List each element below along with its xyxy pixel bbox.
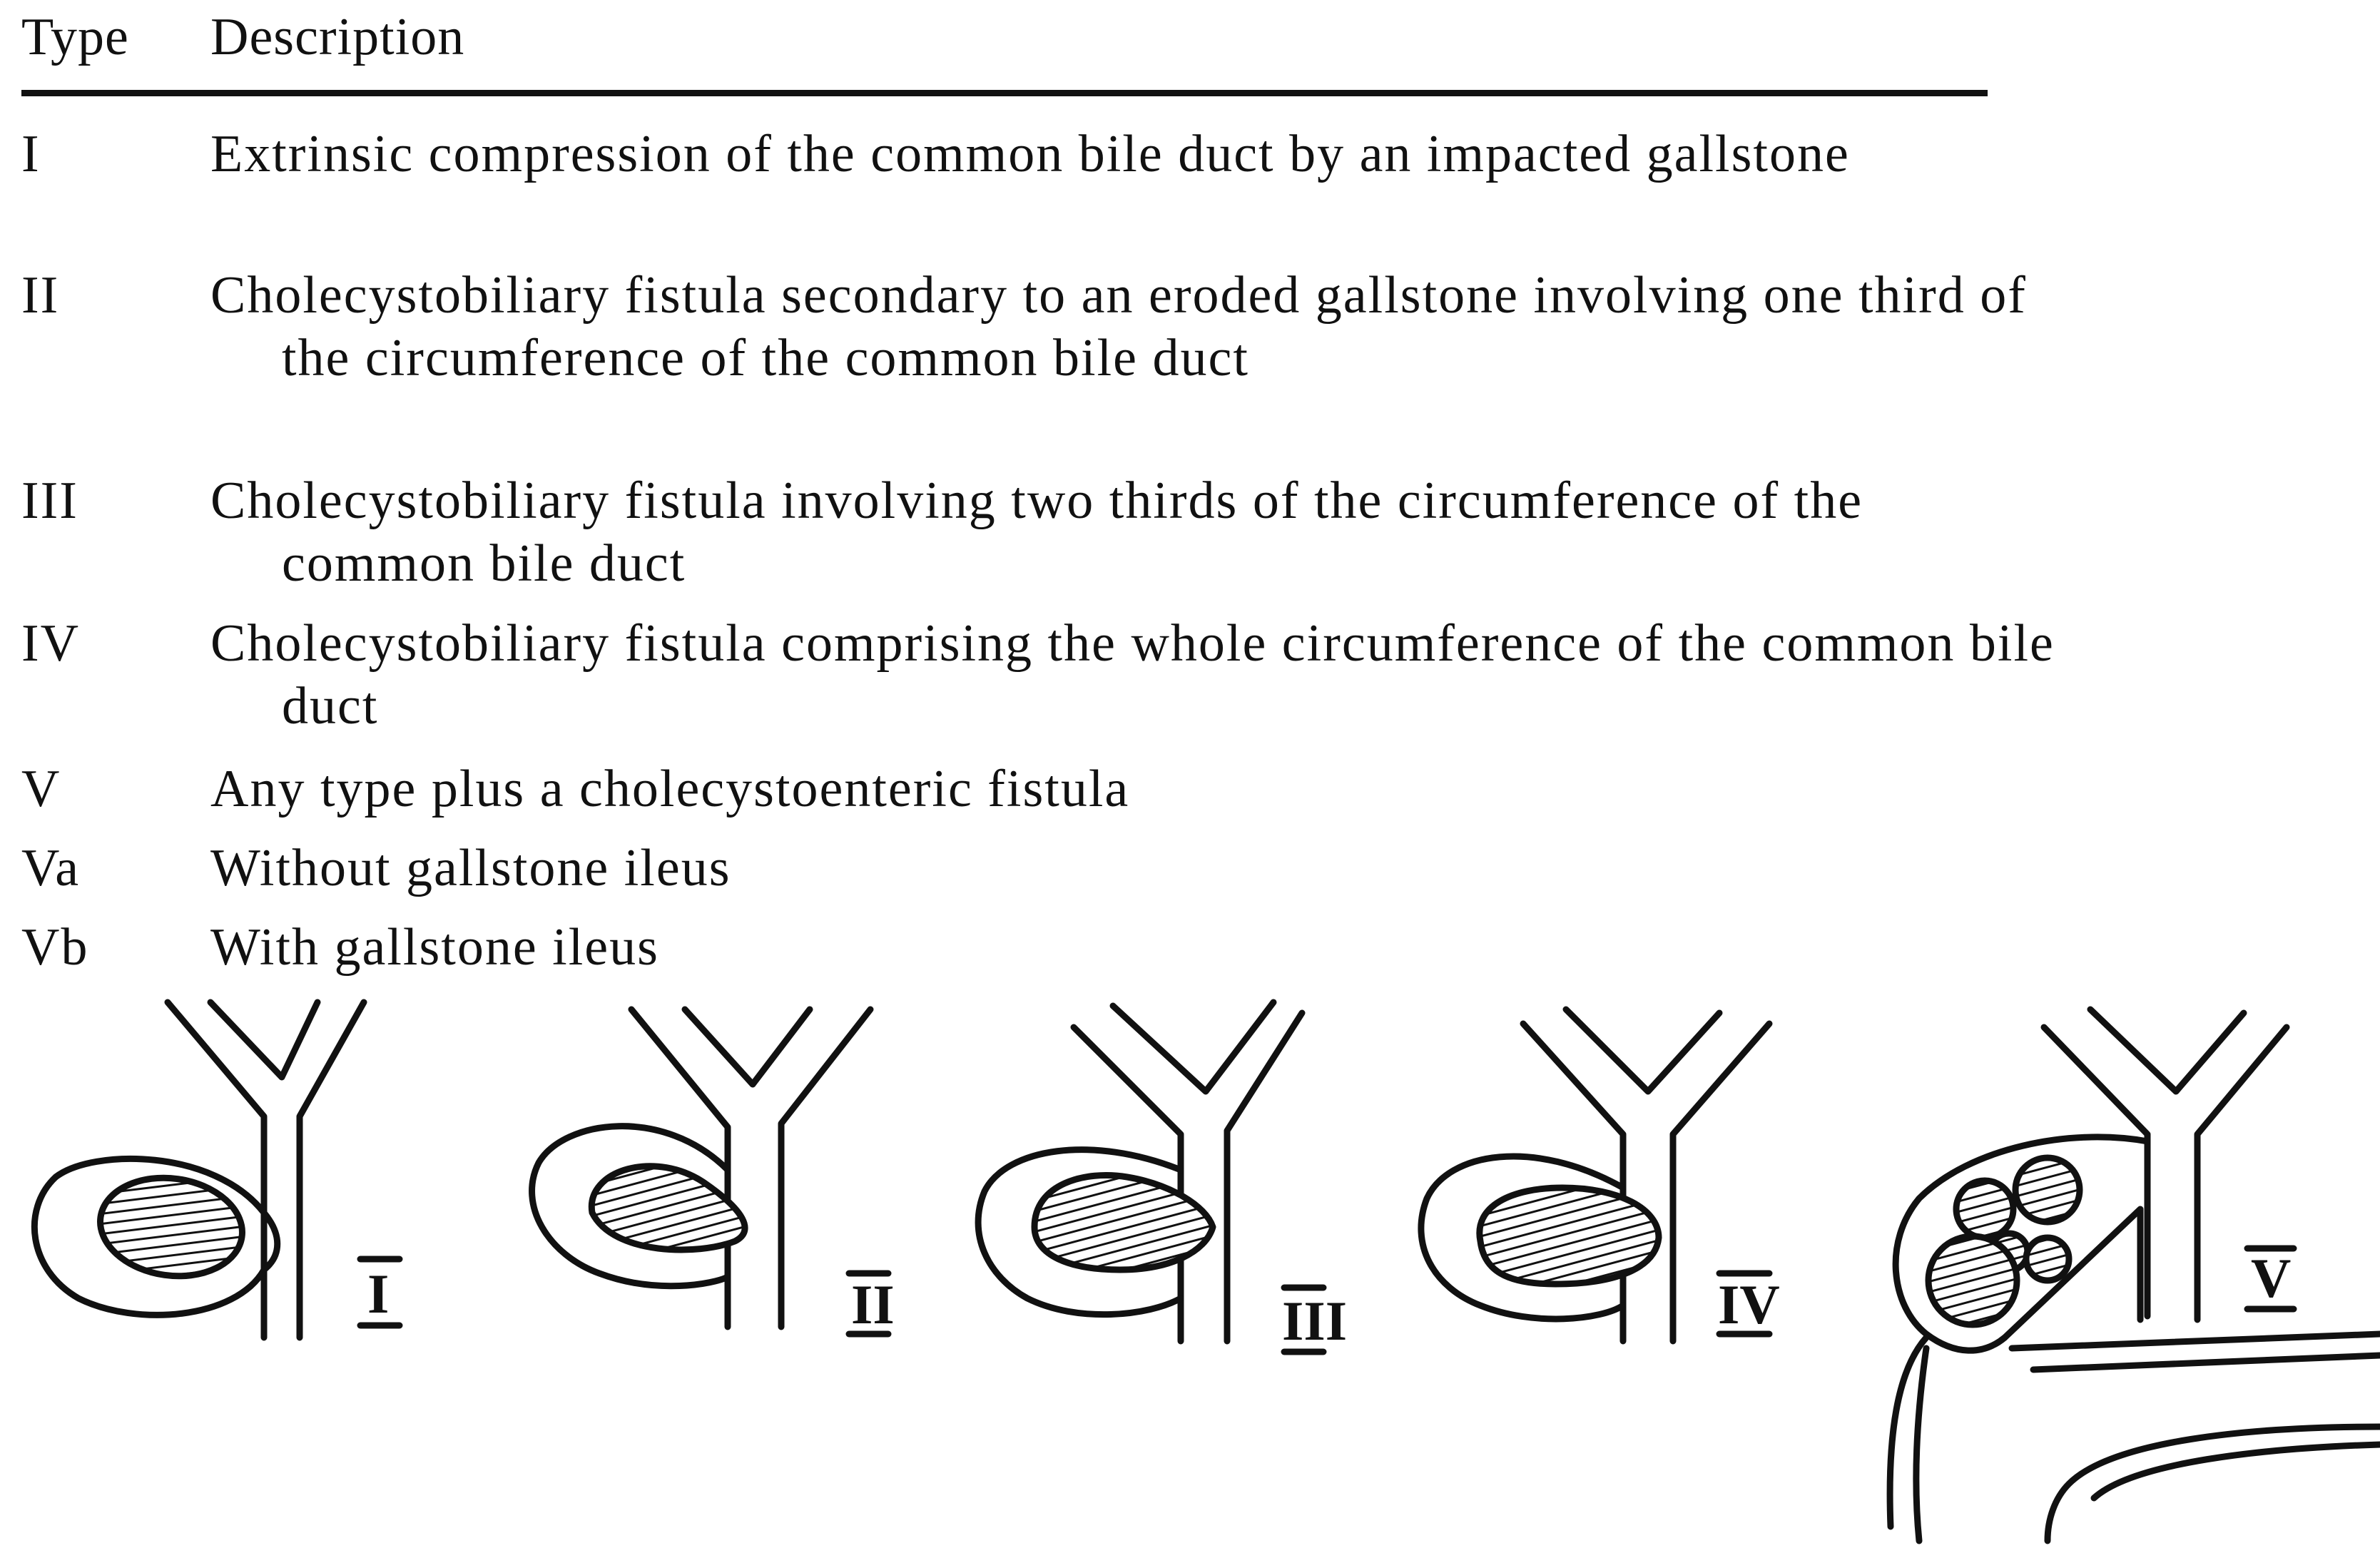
row-type: V — [21, 760, 61, 818]
row-description: Cholecystobiliary fistula comprising the… — [210, 614, 2055, 735]
diagram-label-ii: II — [851, 1273, 895, 1335]
fistula-diagrams: I II III IV V — [31, 999, 2380, 1544]
diagram-label-v: V — [2251, 1247, 2291, 1309]
diagram-type-ii — [529, 1006, 892, 1338]
diagram-type-i — [31, 999, 403, 1341]
diagram-type-v — [1886, 1006, 2380, 1544]
row-type: Va — [21, 839, 81, 897]
row-description: With gallstone ileus — [210, 918, 659, 977]
column-header-description: Description — [210, 8, 465, 66]
row-type: Vb — [21, 918, 89, 977]
row-description: Any type plus a cholecystoenteric fistul… — [210, 760, 1130, 818]
row-description: Cholecystobiliary fistula secondary to a… — [210, 266, 2027, 387]
diagram-type-iv — [1418, 1006, 1773, 1345]
column-header-type: Type — [21, 8, 129, 66]
header-rule — [21, 90, 1988, 96]
row-type: III — [21, 472, 78, 530]
row-type: IV — [21, 614, 81, 673]
row-description: Without gallstone ileus — [210, 839, 731, 897]
diagram-label-iii: III — [1282, 1290, 1347, 1352]
row-type: I — [21, 125, 41, 183]
row-description: Extrinsic compression of the common bile… — [210, 125, 1850, 183]
row-description: Cholecystobiliary fistula involving two … — [210, 472, 1863, 593]
diagram-label-iv: IV — [1718, 1273, 1780, 1335]
diagram-strip: I II III IV V — [0, 970, 2380, 1548]
row-type: II — [21, 266, 60, 325]
diagram-label-i: I — [367, 1263, 389, 1325]
diagram-type-iii — [975, 999, 1327, 1355]
